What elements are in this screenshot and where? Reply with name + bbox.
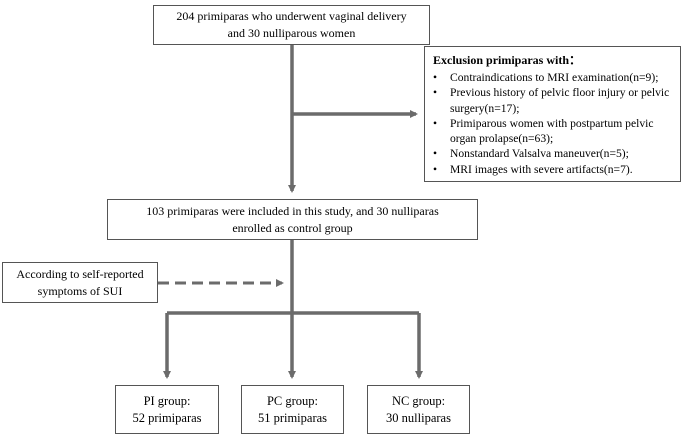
group-count: 52 primiparas	[132, 410, 202, 425]
enrollment-box: 204 primiparas who underwent vaginal del…	[153, 5, 430, 45]
exclusion-item: MRI images with severe artifacts(n=7).	[433, 162, 674, 178]
exclusion-item: Previous history of pelvic floor injury …	[433, 85, 674, 116]
exclusion-list: Contraindications to MRI examination(n=9…	[433, 70, 674, 177]
sui-criteria-box: According to self-reported symptoms of S…	[2, 262, 158, 303]
group-count: 30 nulliparas	[386, 410, 451, 425]
exclusion-box: Exclusion primiparas with： Contraindicat…	[424, 46, 681, 182]
group-name: PC group:	[266, 393, 319, 408]
nc-group-box: NC group: 30 nulliparas	[367, 385, 470, 434]
enrollment-line1: 204 primiparas who underwent vaginal del…	[176, 9, 407, 23]
exclusion-title: Exclusion primiparas with：	[433, 53, 582, 67]
pi-group-box: PI group: 52 primiparas	[115, 385, 219, 434]
included-box: 103 primiparas were included in this stu…	[107, 199, 478, 240]
pc-group-box: PC group: 51 primiparas	[241, 385, 344, 434]
enrollment-line2: and 30 nulliparous women	[227, 26, 356, 40]
group-count: 51 primiparas	[257, 410, 328, 425]
sui-criteria-line1: According to self-reported	[16, 266, 144, 281]
exclusion-item: Primiparous women with postpartum pelvic…	[433, 116, 674, 147]
exclusion-item: Contraindications to MRI examination(n=9…	[433, 70, 674, 86]
included-line2: enrolled as control group	[232, 220, 353, 235]
group-name: NC group:	[391, 393, 446, 408]
sui-criteria-line2: symptoms of SUI	[37, 283, 123, 298]
included-line1: 103 primiparas were included in this stu…	[146, 203, 439, 218]
group-name: PI group:	[143, 393, 191, 408]
exclusion-item: Nonstandard Valsalva maneuver(n=5);	[433, 146, 674, 162]
